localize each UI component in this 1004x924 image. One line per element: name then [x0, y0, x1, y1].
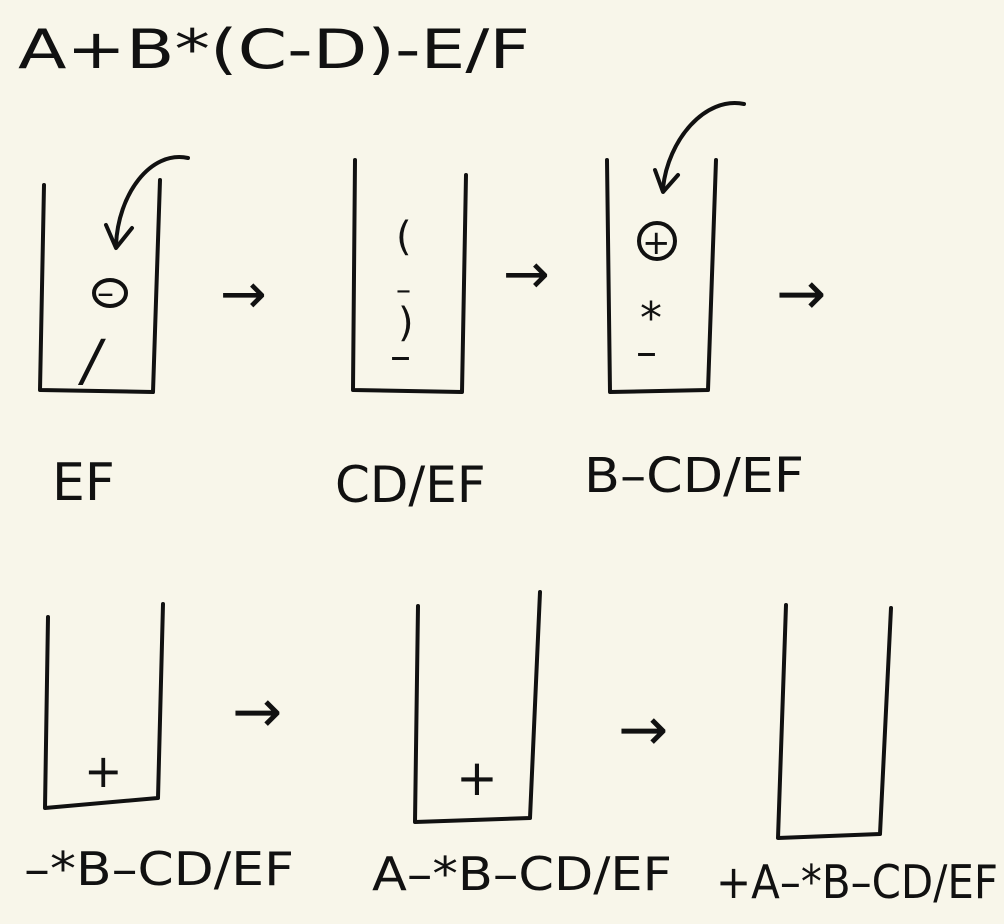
stage-6: +A–*B–CD/EF — [716, 603, 998, 909]
stack-container-2 — [351, 158, 468, 394]
stack-container-3 — [605, 158, 718, 394]
transition-arrow-5: → — [618, 695, 668, 765]
push-arrow-3 — [661, 101, 746, 190]
transition-arrow-2: → — [503, 242, 550, 307]
stack-container-6 — [776, 603, 893, 840]
stage-4: + –*B–CD/EF — [24, 602, 294, 896]
svg-text:+: + — [642, 223, 671, 263]
transition-arrow-3: → — [776, 259, 826, 329]
stack-container-4 — [43, 602, 165, 810]
stack-item-3-2: * — [640, 293, 662, 344]
output-5: A–*B–CD/EF — [372, 847, 672, 901]
stack-container-5 — [413, 590, 542, 824]
output-4: –*B–CD/EF — [24, 842, 294, 896]
transition-arrow-4: → — [232, 677, 282, 747]
stack-item-2-4: – — [390, 331, 411, 380]
stack-item-2-2: – — [396, 273, 411, 308]
infix-expression: A+B*(C-D)-E/F — [18, 18, 530, 81]
push-arrow-1 — [114, 155, 190, 247]
svg-text:–: – — [97, 273, 114, 313]
output-1: EF — [52, 453, 115, 513]
stage-1: – / EF — [38, 155, 190, 513]
output-3: B–CD/EF — [584, 448, 804, 504]
stack-item-2-1: ( — [396, 214, 412, 260]
stack-item-2-3: ) — [398, 300, 414, 346]
push-arrow-head-3 — [653, 168, 680, 194]
stack-item-1-1: – — [92, 273, 128, 313]
output-2: CD/EF — [335, 456, 486, 514]
output-6: +A–*B–CD/EF — [716, 855, 998, 909]
push-arrow-head-1 — [104, 223, 134, 250]
stack-item-3-1: + — [637, 221, 677, 263]
stage-3: + * – B–CD/EF — [584, 101, 804, 504]
transition-arrow-1: → — [220, 262, 267, 327]
stage-2: ( – ) – CD/EF — [335, 158, 486, 514]
stack-item-4-1: + — [84, 744, 123, 798]
stack-item-3-3: – — [636, 327, 657, 376]
stack-item-5-1: + — [456, 749, 498, 807]
stage-5: + A–*B–CD/EF — [372, 590, 672, 901]
stack-item-1-2: / — [77, 329, 106, 394]
stack-container-1 — [38, 178, 162, 394]
